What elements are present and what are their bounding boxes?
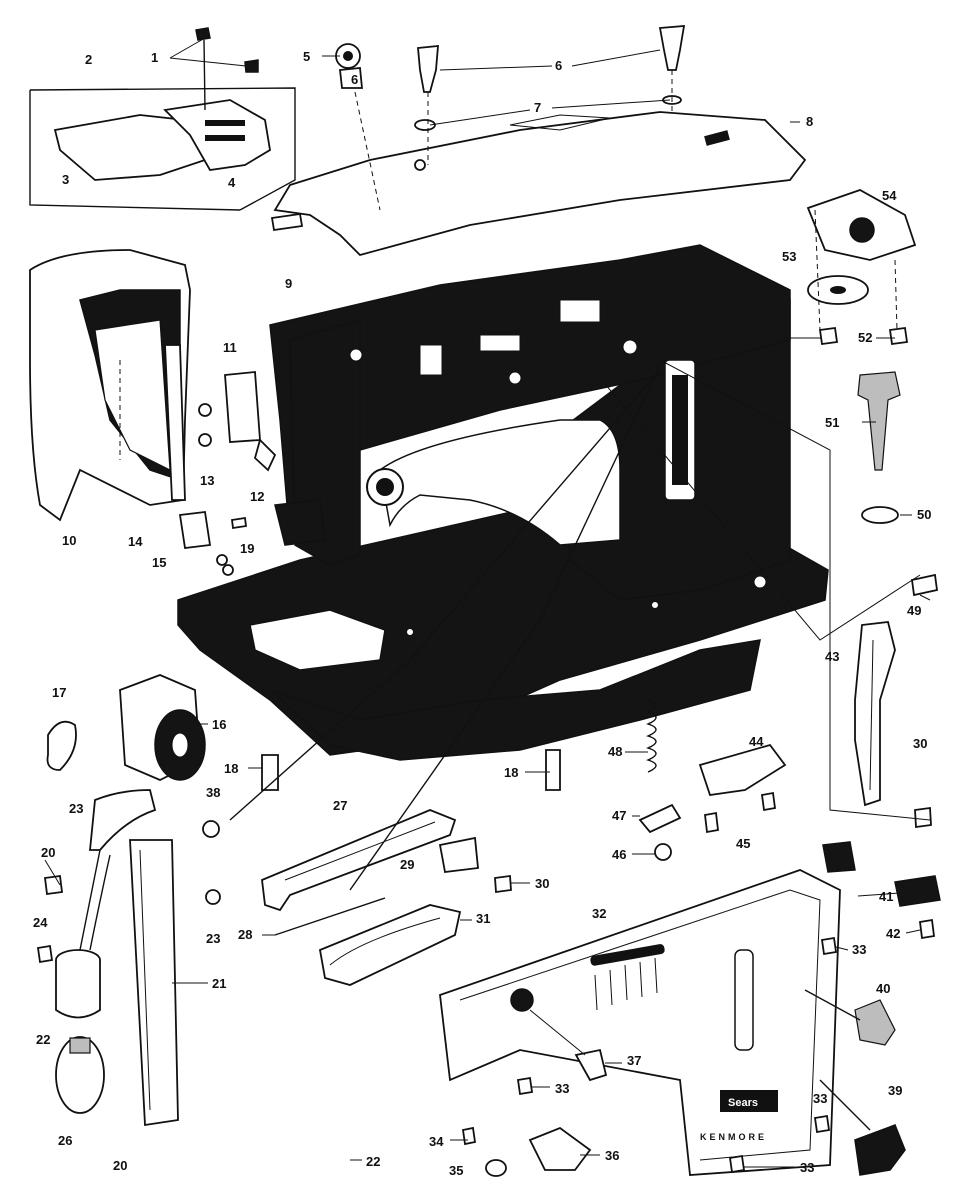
label-6a: 6: [555, 58, 562, 73]
label-15: 15: [152, 555, 166, 570]
label-29: 29: [400, 857, 414, 872]
label-7: 7: [534, 100, 541, 115]
label-33c: 33: [800, 1160, 814, 1175]
label-21: 21: [212, 976, 226, 991]
label-19: 19: [240, 541, 254, 556]
label-20b: 20: [113, 1158, 127, 1173]
label-54: 54: [882, 188, 897, 203]
label-45: 45: [736, 836, 750, 851]
label-37: 37: [627, 1053, 641, 1068]
label-51: 51: [825, 415, 839, 430]
label-30b: 30: [913, 736, 927, 751]
label-5: 5: [303, 49, 310, 64]
label-38: 38: [206, 785, 220, 800]
label-40: 40: [876, 981, 890, 996]
label-22a: 22: [36, 1032, 50, 1047]
label-16: 16: [212, 717, 226, 732]
label-31: 31: [476, 911, 490, 926]
face-cover: [29, 249, 191, 522]
label-32: 32: [592, 906, 606, 921]
label-23b: 23: [206, 931, 220, 946]
label-34: 34: [429, 1134, 444, 1149]
label-2: 2: [85, 52, 92, 67]
label-52: 52: [858, 330, 872, 345]
label-53: 53: [782, 249, 796, 264]
label-50: 50: [917, 507, 931, 522]
label-6b: 6: [351, 72, 358, 87]
label-33b: 33: [852, 942, 866, 957]
label-36: 36: [605, 1148, 619, 1163]
label-13: 13: [200, 473, 214, 488]
label-18b: 18: [504, 765, 518, 780]
label-47: 47: [612, 808, 626, 823]
label-3: 3: [62, 172, 69, 187]
label-33a: 33: [555, 1081, 569, 1096]
slide-plate-group: [29, 87, 296, 211]
label-39: 39: [888, 1083, 902, 1098]
label-27: 27: [333, 798, 347, 813]
label-14: 14: [128, 534, 143, 549]
label-44: 44: [749, 734, 764, 749]
label-17: 17: [52, 685, 66, 700]
label-28: 28: [238, 927, 252, 942]
top-cover: [273, 111, 807, 257]
svg-text:Sears: Sears: [728, 1097, 758, 1109]
label-26: 26: [58, 1133, 72, 1148]
callout-labels: 1 2 3 4 5 6 6 7 8 9 10 11 12 13 14 15 16…: [33, 49, 931, 1178]
label-10: 10: [62, 533, 76, 548]
label-9: 9: [285, 276, 292, 291]
label-4: 4: [228, 175, 236, 190]
label-1: 1: [151, 50, 158, 65]
machine-arm: [177, 244, 829, 761]
label-22b: 22: [366, 1154, 380, 1169]
label-8: 8: [806, 114, 813, 129]
label-35: 35: [449, 1163, 463, 1178]
label-49: 49: [907, 603, 921, 618]
label-18a: 18: [224, 761, 238, 776]
label-30a: 30: [535, 876, 549, 891]
callout-arrows: [44, 37, 931, 1168]
label-24: 24: [33, 915, 48, 930]
label-11: 11: [223, 340, 237, 355]
label-41: 41: [879, 889, 893, 904]
svg-text:KENMORE: KENMORE: [700, 1132, 767, 1142]
back-plate: Sears KENMORE: [439, 869, 841, 1176]
label-42: 42: [886, 926, 900, 941]
small-parts: [36, 25, 941, 1177]
label-23a: 23: [69, 801, 83, 816]
label-12: 12: [250, 489, 264, 504]
label-43: 43: [825, 649, 839, 664]
label-46: 46: [612, 847, 626, 862]
label-33d: 33: [813, 1091, 827, 1106]
label-20a: 20: [41, 845, 55, 860]
label-48: 48: [608, 744, 622, 759]
